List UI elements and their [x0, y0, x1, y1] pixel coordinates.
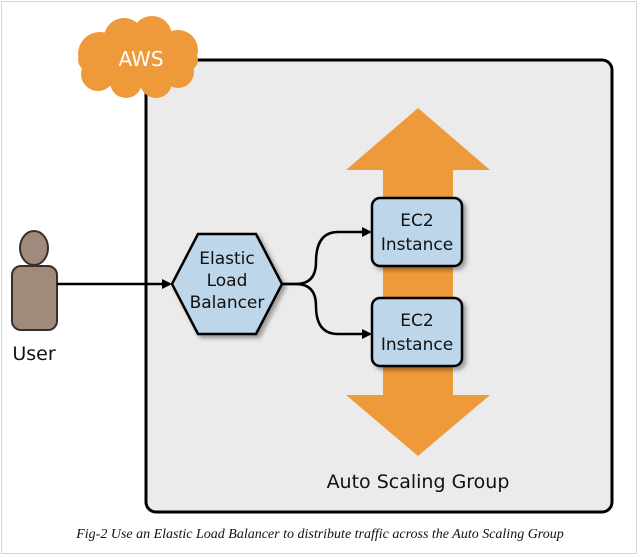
user-icon — [11, 230, 58, 331]
figure-caption: Fig-2 Use an Elastic Load Balancer to di… — [76, 527, 564, 542]
ec2-instance-2-line-1: EC2 — [400, 311, 433, 331]
aws-panel — [144, 58, 614, 514]
ec2-instance-1-line-2: Instance — [381, 235, 453, 255]
aws-label: AWS — [118, 47, 163, 71]
aws-cloud-icon — [78, 16, 198, 98]
auto-scaling-group-label: Auto Scaling Group — [327, 471, 510, 493]
elb-label-line-1: Elastic — [199, 249, 254, 269]
scaling-arrow — [346, 108, 490, 456]
ec2-instance-1-box — [370, 196, 464, 268]
elb-to-instance-2-arrow — [283, 282, 372, 339]
elastic-load-balancer-node — [170, 232, 284, 336]
elb-label-line-2: Load — [207, 271, 248, 291]
user-label: User — [12, 343, 55, 365]
elb-label-line-3: Balancer — [190, 293, 265, 313]
ec2-instance-2-line-2: Instance — [381, 335, 453, 355]
elb-to-instance-1-arrow — [283, 227, 372, 286]
ec2-instance-2-box — [370, 296, 464, 368]
ec2-instance-1-line-1: EC2 — [400, 211, 433, 231]
